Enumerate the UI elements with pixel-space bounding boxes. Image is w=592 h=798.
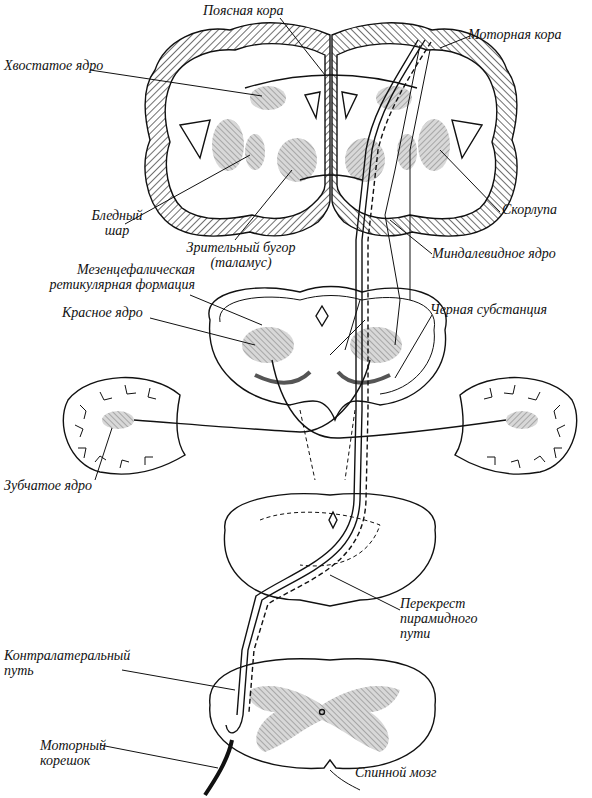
structure-label: Моторный корешок xyxy=(40,738,130,768)
structure-label: Скорлупа xyxy=(502,202,592,217)
structure-label: Моторная кора xyxy=(468,27,588,42)
structure-label: Хвостатое ядро xyxy=(4,58,124,73)
structure-label: Черная субстанция xyxy=(430,302,590,317)
structure-label: Зрительный бугор (таламус) xyxy=(176,240,306,270)
structure-label: Зубчатое ядро xyxy=(4,478,124,493)
structure-label: Спинной мозг xyxy=(355,765,475,780)
structure-label: Миндалевидное ядро xyxy=(432,246,592,261)
structure-label: Бледный шар xyxy=(86,208,148,238)
structure-label: Мезенцефалическая ретикулярная формация xyxy=(10,262,195,292)
structure-label: Перекрест пирамидного пути xyxy=(400,596,500,641)
structure-label: Контралатеральный путь xyxy=(4,648,134,678)
structure-label: Красное ядро xyxy=(62,305,182,320)
structure-label: Поясная кора xyxy=(203,3,323,18)
